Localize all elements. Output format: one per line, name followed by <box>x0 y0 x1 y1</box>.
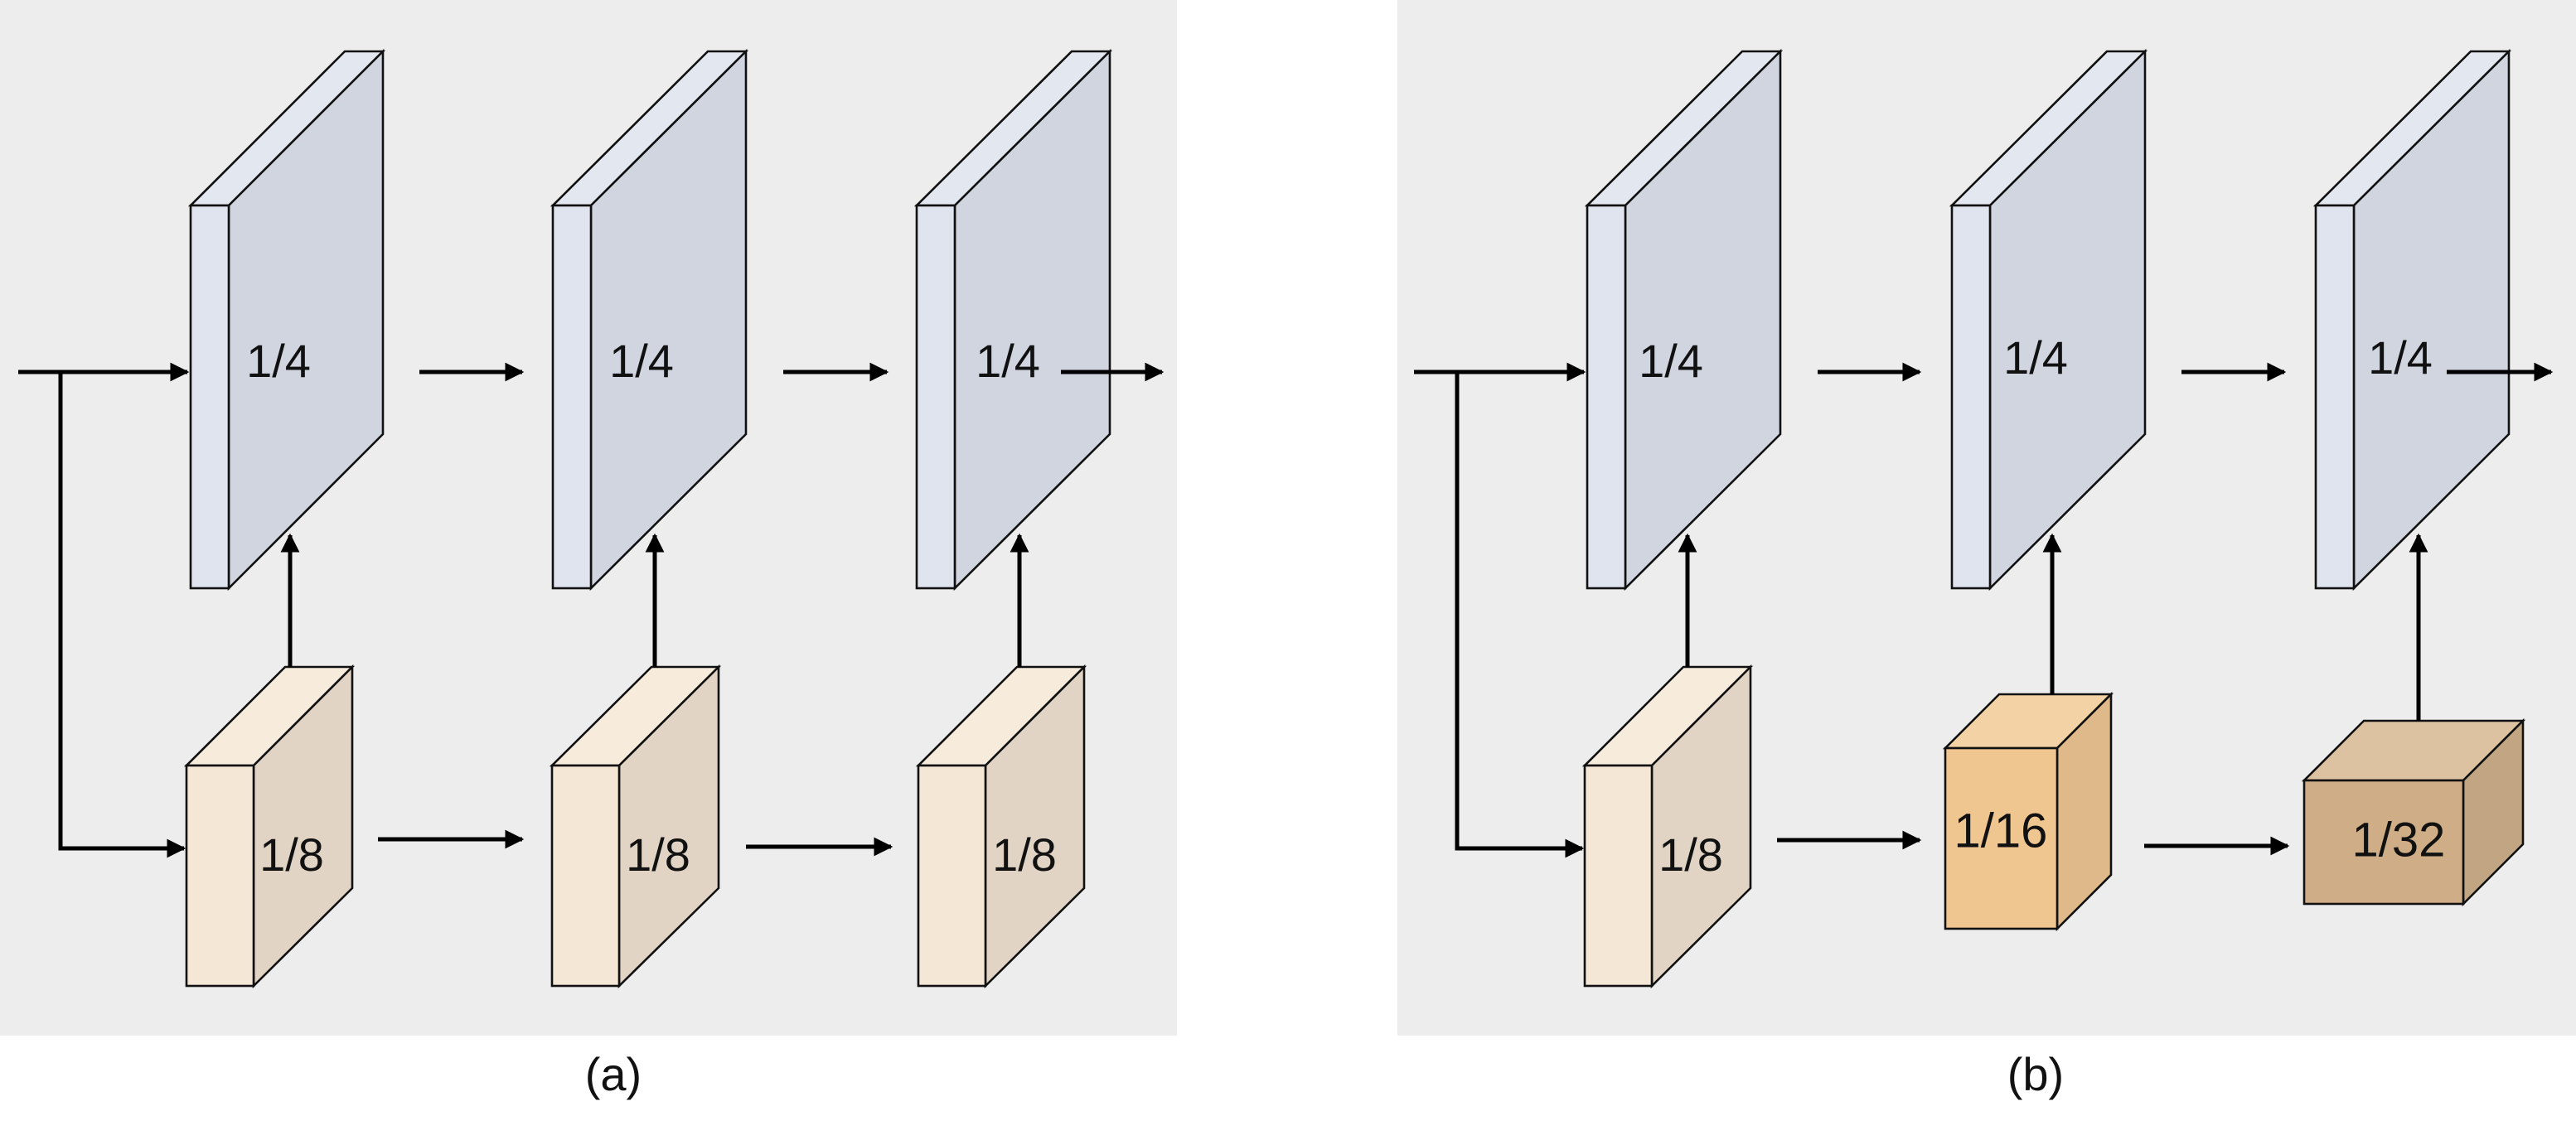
panel-b-feature-map-1-4-col2: 1/4 <box>1949 48 2148 592</box>
feature-map-label: 1/8 <box>992 828 1057 881</box>
feature-map-label: 1/8 <box>626 828 690 881</box>
feature-map-label: 1/4 <box>1639 335 1703 387</box>
panel-a-feature-map-1-8-col2: 1/8 <box>549 664 722 989</box>
feature-map-label: 1/4 <box>2368 331 2433 384</box>
panel-b: 1/4 1/4 1/4 1/8 1/16 <box>1397 0 2576 1036</box>
panel-b-feature-map-1-16: 1/16 <box>1942 691 2114 932</box>
panel-a-feature-map-1-8-col1: 1/8 <box>183 664 356 989</box>
feature-map-label: 1/8 <box>259 828 324 881</box>
panel-a-feature-map-1-8-col3: 1/8 <box>915 664 1087 989</box>
panel-a-caption: (a) <box>585 1048 642 1100</box>
panel-b-caption: (b) <box>2007 1048 2064 1100</box>
feature-map-label: 1/4 <box>976 335 1040 387</box>
panel-b-feature-map-1-4-col1: 1/4 <box>1584 48 1784 592</box>
panel-a-feature-map-1-4-col1: 1/4 <box>187 48 386 592</box>
feature-map-label: 1/16 <box>1954 804 2048 857</box>
feature-map-label: 1/4 <box>609 335 674 387</box>
panel-b-feature-map-1-4-col3: 1/4 <box>2312 48 2512 592</box>
feature-map-label: 1/4 <box>2003 331 2068 384</box>
panel-a: 1/4 1/4 1/4 1/8 1/8 <box>0 0 1177 1036</box>
panel-b-feature-map-1-8: 1/8 <box>1581 664 1754 989</box>
panel-a-feature-map-1-4-col2: 1/4 <box>550 48 749 592</box>
feature-map-label: 1/8 <box>1658 828 1723 881</box>
feature-map-label: 1/4 <box>246 335 311 387</box>
panel-a-input-branch-arrow <box>58 372 186 858</box>
panel-a-feature-map-1-4-col3: 1/4 <box>913 48 1113 592</box>
panel-b-feature-map-1-32: 1/32 <box>2301 717 2526 907</box>
feature-map-label: 1/32 <box>2352 813 2446 867</box>
panel-b-input-branch-arrow <box>1455 372 1585 858</box>
